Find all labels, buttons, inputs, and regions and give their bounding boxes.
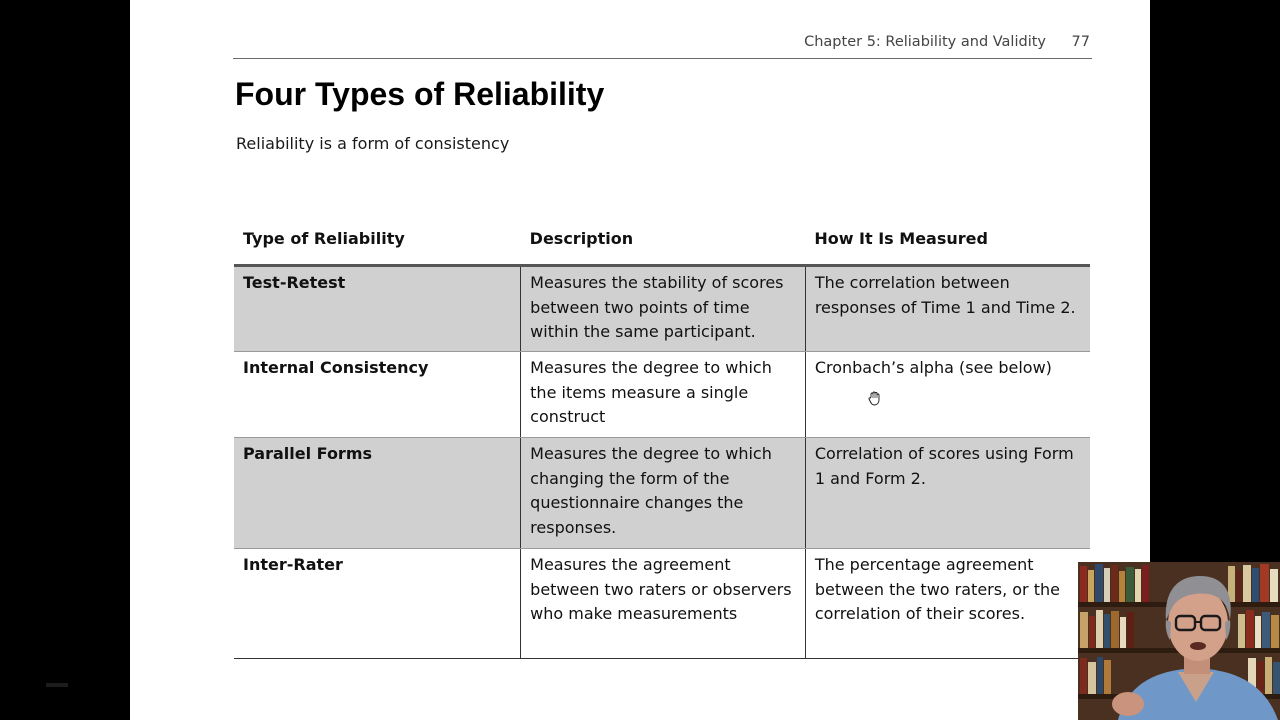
page-subtitle: Reliability is a form of consistency [236, 134, 510, 153]
webcam-video [1078, 562, 1280, 720]
table-header-row: Type of Reliability Description How It I… [234, 221, 1090, 267]
cell-measured: Correlation of scores using Form 1 and F… [804, 437, 1090, 549]
table-row: Internal Consistency Measures the degree… [234, 351, 1090, 438]
presenter-image [1078, 562, 1280, 720]
table-row: Inter-Rater Measures the agreement betwe… [234, 548, 1090, 659]
decorative-mark [46, 683, 68, 687]
cell-type: Parallel Forms [234, 437, 521, 549]
cell-type: Internal Consistency [234, 351, 521, 438]
cell-description: Measures the agreement between two rater… [520, 548, 806, 659]
hand-grab-icon [868, 391, 880, 406]
column-header-description: Description [520, 221, 806, 267]
cell-measured: The correlation between responses of Tim… [804, 265, 1090, 352]
page-title: Four Types of Reliability [235, 76, 605, 112]
cell-description: Measures the degree to which changing th… [520, 437, 806, 549]
cell-measured: The percentage agreement between the two… [804, 548, 1090, 659]
running-header: Chapter 5: Reliability and Validity 77 [233, 30, 1092, 59]
cell-description: Measures the stability of scores between… [520, 265, 806, 352]
cell-type: Inter-Rater [234, 548, 521, 659]
reliability-table: Type of Reliability Description How It I… [234, 221, 1090, 659]
cell-type: Test-Retest [234, 265, 521, 352]
column-header-type: Type of Reliability [234, 221, 521, 267]
chapter-title: Chapter 5: Reliability and Validity [804, 34, 1046, 50]
cell-description: Measures the degree to which the items m… [520, 351, 806, 438]
column-header-measured: How It Is Measured [805, 221, 1090, 267]
table-row: Parallel Forms Measures the degree to wh… [234, 437, 1090, 549]
cell-measured: Cronbach’s alpha (see below) [804, 351, 1090, 438]
page-number: 77 [1071, 34, 1090, 50]
document-page: Chapter 5: Reliability and Validity 77 F… [130, 0, 1150, 720]
table-row: Test-Retest Measures the stability of sc… [234, 265, 1090, 352]
